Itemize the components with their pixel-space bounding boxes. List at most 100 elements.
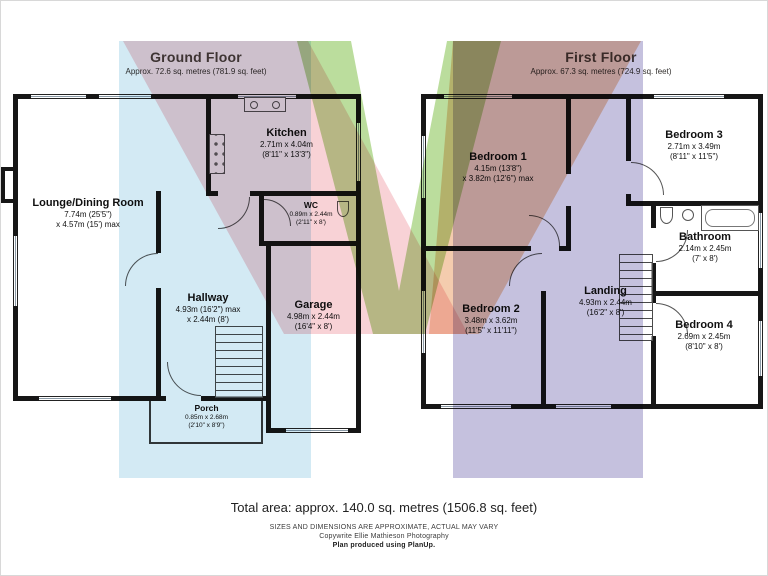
window	[758, 213, 763, 268]
room-name: Hallway	[187, 292, 229, 304]
wall-segment	[266, 241, 271, 433]
wall-segment	[651, 206, 656, 228]
first-floor-header: First Floor Approx. 67.3 sq. metres (724…	[476, 49, 726, 76]
room-name: Bedroom 3	[665, 129, 723, 141]
chimney-wall	[1, 167, 5, 203]
room-label-hallway: Hallway 4.93m (16'2") max x 2.44m (8')	[149, 292, 267, 325]
window	[654, 94, 724, 99]
watermark-purple-band	[453, 41, 643, 478]
ground-floor-title: Ground Floor	[150, 49, 242, 65]
porch-wall	[149, 401, 151, 444]
room-name: Bedroom 1	[469, 151, 527, 163]
disclaimer-text: SIZES AND DIMENSIONS ARE APPROXIMATE, AC…	[269, 524, 499, 531]
room-dim: 4.93m (16'2") max	[175, 304, 241, 314]
room-label-wc: WC 0.89m x 2.44m (2'11" x 8')	[267, 200, 355, 227]
wall-segment	[421, 246, 531, 251]
wall-segment	[566, 94, 571, 174]
chimney-wall	[1, 199, 15, 203]
wall-segment	[626, 201, 763, 206]
copyright-text: Copywrite Ellie Mathieson Photography	[319, 533, 449, 540]
stairs-icon	[215, 326, 263, 398]
window	[31, 94, 86, 99]
wall-segment	[559, 246, 571, 251]
wall-segment	[250, 191, 361, 196]
room-dim: 0.85m x 2.68m	[185, 413, 228, 421]
room-dim: 2.14m x 2.45m	[678, 243, 732, 253]
bath-inner	[705, 209, 755, 227]
room-dim: (16'2" x 8')	[586, 308, 625, 318]
door-arc	[631, 162, 664, 195]
chimney-wall	[1, 167, 15, 171]
room-dim: 4.98m x 2.44m	[287, 311, 340, 321]
window	[758, 321, 763, 376]
room-dim: (2'11" x 8')	[296, 218, 326, 226]
sink-bowl-icon	[250, 101, 258, 109]
window	[13, 236, 18, 306]
sink-bowl-icon	[272, 101, 280, 109]
first-floor-area: Approx. 67.3 sq. metres (724.9 sq. feet)	[530, 67, 672, 76]
room-dim: (7' x 8')	[692, 254, 718, 264]
room-name: Porch	[194, 403, 219, 413]
first-floor-title: First Floor	[565, 49, 637, 65]
window	[421, 136, 426, 198]
room-dim: (16'4" x 8')	[294, 322, 333, 332]
room-dim: x 2.44m (8')	[187, 315, 229, 325]
room-label-kitchen: Kitchen 2.71m x 4.04m (8'11" x 13'3")	[219, 127, 354, 160]
door-arc	[218, 197, 250, 229]
window	[421, 291, 426, 353]
room-dim: (11'5" x 11'11")	[465, 326, 517, 336]
window	[39, 396, 111, 401]
room-label-porch: Porch 0.85m x 2.68m (2'10" x 8'9")	[169, 403, 244, 430]
room-label-bedroom2: Bedroom 2 3.48m x 3.62m (11'5" x 11'11")	[427, 303, 555, 336]
window	[444, 94, 512, 99]
room-name: WC	[303, 200, 319, 210]
total-area-text: Total area: approx. 140.0 sq. metres (15…	[230, 500, 538, 515]
room-label-landing: Landing 4.93m x 2.44m (16'2" x 8')	[553, 285, 658, 318]
wall-segment	[651, 336, 656, 404]
room-name: Landing	[584, 285, 627, 297]
garage-door	[286, 428, 348, 433]
room-dim: (8'10" x 8')	[685, 342, 723, 352]
window	[356, 123, 361, 181]
wall-segment	[651, 296, 656, 303]
wall-segment	[651, 263, 656, 296]
wall-segment	[651, 291, 763, 296]
room-name: Bedroom 4	[675, 319, 733, 331]
room-label-garage: Garage 4.98m x 2.44m (16'4" x 8')	[271, 299, 356, 332]
room-label-bathroom: Bathroom 2.14m x 2.45m (7' x 8')	[654, 231, 756, 264]
room-label-bedroom3: Bedroom 3 2.71m x 3.49m (8'11" x 11'5")	[634, 129, 754, 162]
wall-segment	[259, 241, 361, 246]
room-dim: (8'11" x 11'5")	[669, 152, 718, 162]
washbasin-icon	[682, 209, 694, 221]
room-label-bedroom4: Bedroom 4 2.69m x 2.45m (8'10" x 8')	[653, 319, 755, 352]
room-label-bedroom1: Bedroom 1 4.15m (13'8") x 3.82m (12'6") …	[433, 151, 563, 184]
porch-wall	[261, 401, 263, 444]
door-arc	[167, 362, 201, 396]
room-dim: 0.89m x 2.44m	[289, 210, 333, 218]
bath-icon	[701, 205, 759, 231]
room-dim: 2.71m x 3.49m	[667, 141, 721, 151]
door-arc	[125, 253, 158, 286]
sink-icon	[244, 97, 286, 112]
wall-segment	[626, 94, 631, 161]
wall-segment	[206, 191, 218, 196]
window	[441, 404, 511, 409]
door-arc	[529, 215, 560, 246]
window	[99, 94, 151, 99]
toilet-icon	[660, 207, 673, 224]
room-dim: (2'10" x 8'9")	[188, 421, 225, 429]
window	[556, 404, 611, 409]
room-dim: x 3.82m (12'6") max	[462, 174, 534, 184]
room-dim: 4.15m (13'8")	[474, 163, 522, 173]
ground-floor-header: Ground Floor Approx. 72.6 sq. metres (78…	[71, 49, 321, 76]
room-dim: x 4.57m (15') max	[56, 220, 120, 230]
wall-segment	[156, 191, 161, 253]
room-dim: 3.48m x 3.62m	[464, 315, 518, 325]
ground-floor-area: Approx. 72.6 sq. metres (781.9 sq. feet)	[125, 67, 267, 76]
wall-segment	[566, 206, 571, 251]
produced-by-text: Plan produced using PlanUp.	[332, 542, 436, 549]
room-label-lounge: Lounge/Dining Room 7.74m (25'5") x 4.57m…	[23, 197, 153, 230]
room-name: Garage	[294, 299, 333, 311]
room-dim: (8'11" x 13'3")	[262, 150, 311, 160]
